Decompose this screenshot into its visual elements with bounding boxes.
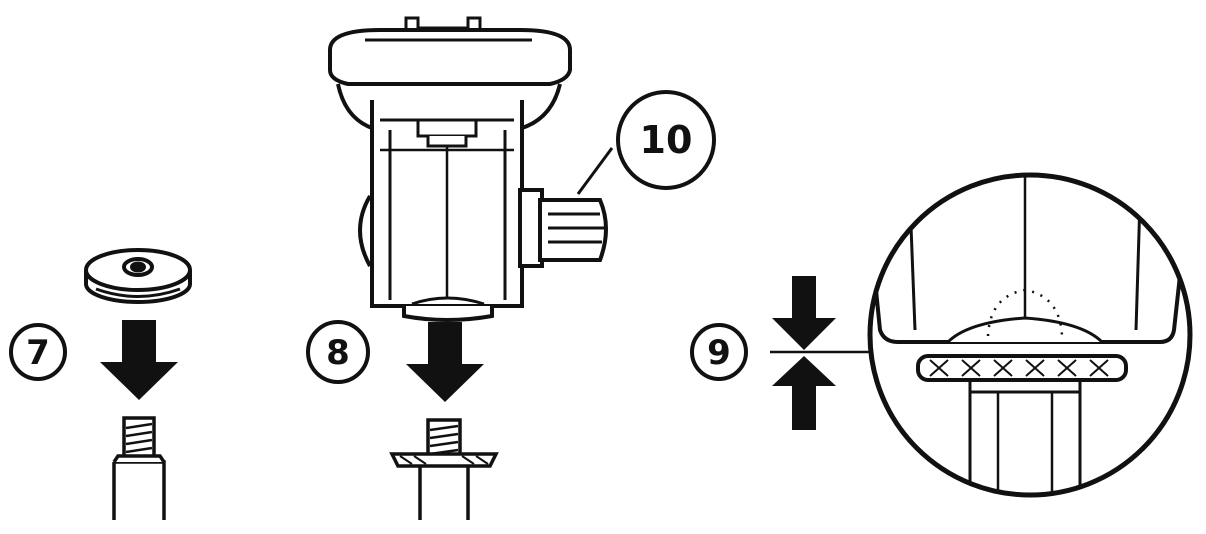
callout-9-label: 9: [707, 333, 731, 373]
step7-group: 7: [9, 248, 192, 520]
adjustment-knob: [518, 188, 608, 268]
down-arrow-icon: [406, 322, 484, 402]
stud-with-washer: [389, 418, 499, 520]
leader-line-10: [576, 147, 614, 195]
arrow-down-icon: [772, 276, 836, 350]
washer-part: [84, 248, 192, 304]
step9-group: 9: [690, 172, 1193, 498]
down-arrow-icon: [100, 320, 178, 400]
callout-10: 10: [616, 90, 716, 190]
detail-zoom: [867, 172, 1193, 498]
step8-group: 10 8: [306, 16, 716, 520]
callout-7: 7: [9, 323, 67, 381]
callout-8-label: 8: [326, 333, 350, 373]
threaded-stud: [112, 416, 166, 520]
callout-10-label: 10: [640, 118, 693, 162]
mount-head: [328, 28, 572, 322]
callout-8: 8: [306, 320, 370, 384]
callout-9: 9: [690, 323, 748, 381]
callout-7-label: 7: [26, 333, 50, 373]
arrow-up-icon: [772, 356, 836, 430]
